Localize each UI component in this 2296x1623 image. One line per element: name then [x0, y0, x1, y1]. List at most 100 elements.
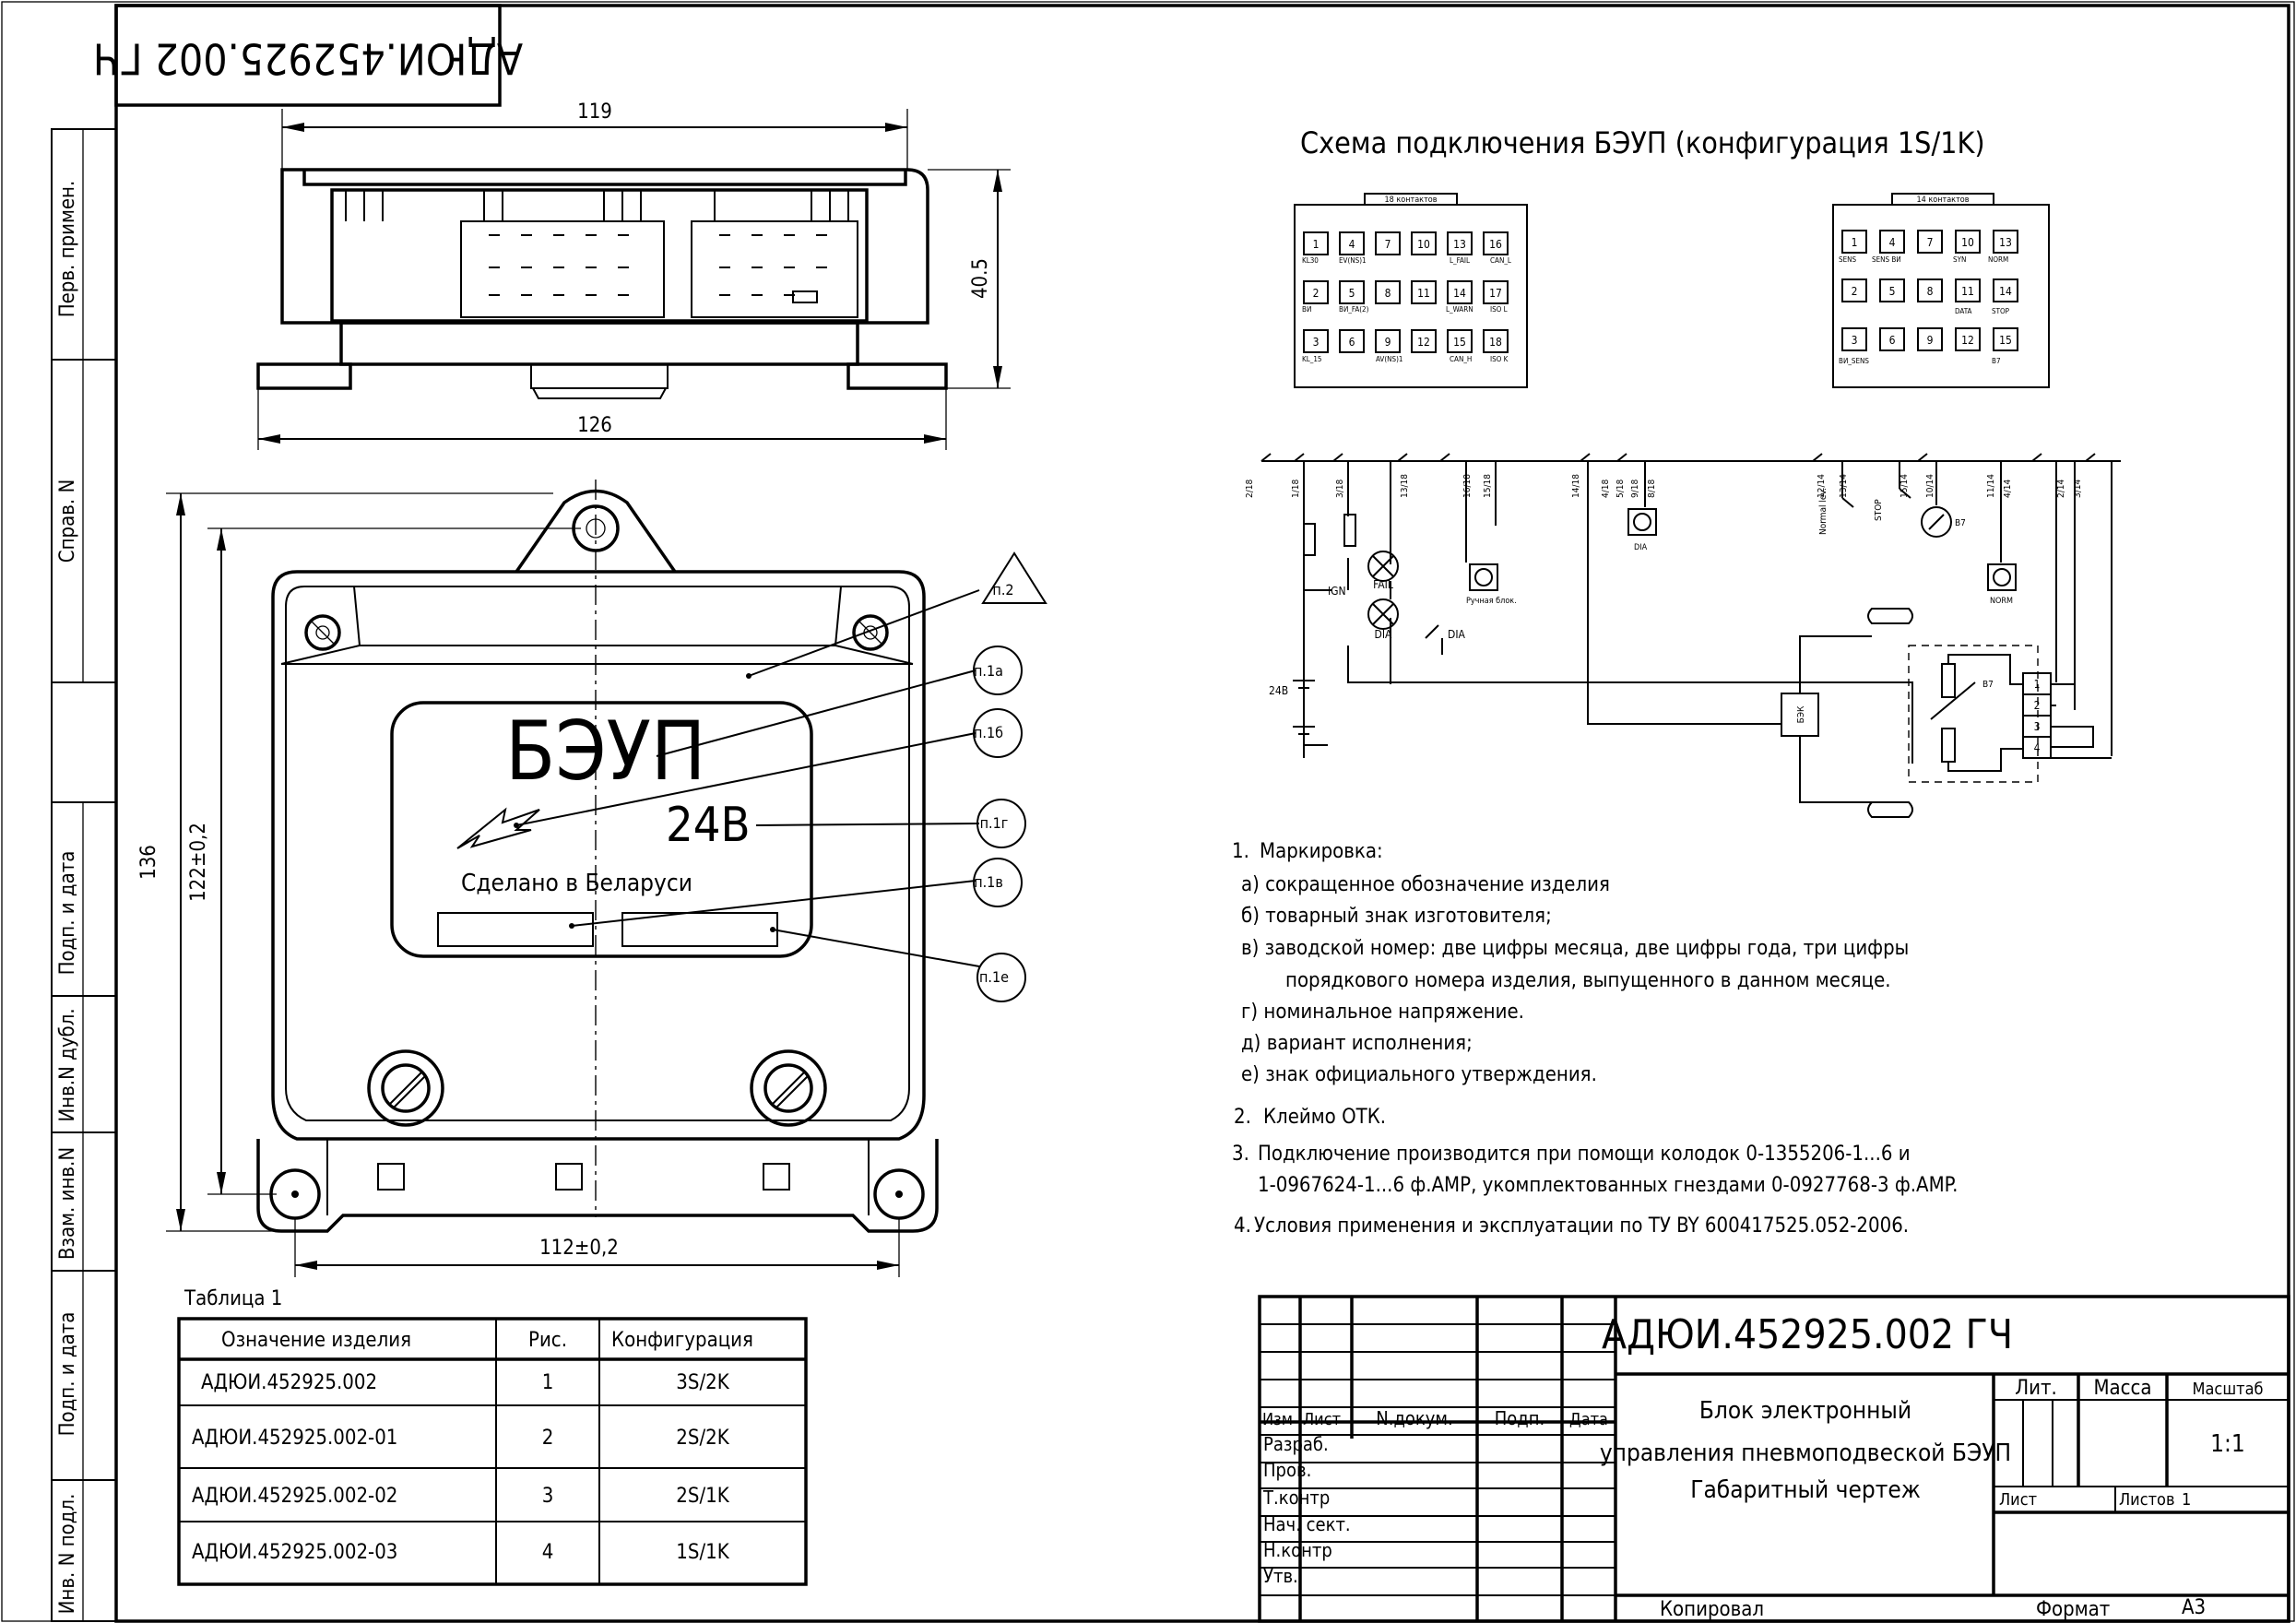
- sensor-pin: 1: [2034, 678, 2041, 691]
- sensor-pin: 3: [2034, 720, 2041, 733]
- connector-14-pin: [1917, 230, 1943, 254]
- wire-tag: 5/18: [1615, 480, 1626, 498]
- table-caption: Таблица 1: [183, 1287, 282, 1310]
- connector-18-pin: [1447, 231, 1473, 255]
- label-made-in: Сделано в Беларуси: [461, 870, 692, 897]
- dia-switch-label: DIA: [1448, 628, 1465, 641]
- trademark-logo: [456, 807, 540, 849]
- dim-mount-height: 122±0,2: [187, 823, 210, 902]
- connector-18-pin-number: 7: [1385, 238, 1391, 251]
- technical-notes: 1.Маркировка:а) сокращенное обозначение …: [1232, 840, 1958, 1238]
- label-voltage: 24В: [666, 798, 751, 853]
- connector-18-pin-number: 6: [1349, 336, 1355, 349]
- side-field-labels: Перв. примен. Справ. N Подп. и дата Инв.…: [56, 181, 79, 1615]
- sensor-pin: 4: [2034, 741, 2041, 754]
- connector-14-pin-number: 15: [1999, 334, 2012, 347]
- tb-role-nach: Нач. сект.: [1263, 1513, 1351, 1535]
- valve-label-1: Ручная блок.: [1466, 596, 1517, 606]
- scheme-title: Схема подключения БЭУП (конфигурация 1S/…: [1300, 125, 1985, 160]
- connector-18-pin: [1411, 231, 1437, 255]
- ign-label: IGN: [1328, 585, 1346, 598]
- tb-sheet: Лист: [1999, 1490, 2037, 1510]
- connector-18-pin-label: AV(NS)1: [1376, 355, 1402, 363]
- connector-18-pin: [1483, 329, 1509, 353]
- connector-14-pin-label: ВИ_SENS: [1839, 357, 1869, 365]
- switch-label-2: STOP: [1874, 499, 1884, 521]
- connector-18-pin-number: 14: [1453, 287, 1466, 300]
- connector-18-pin-number: 3: [1313, 336, 1320, 349]
- callout-p1v: п.1в: [974, 873, 1003, 891]
- connector-18-pin: [1411, 280, 1437, 304]
- tb-col-podp: Подп.: [1495, 1407, 1544, 1429]
- table-cell: АДЮИ.452925.002-02: [192, 1485, 397, 1508]
- connector-14-pin-label: SENS ВИ: [1872, 255, 1901, 264]
- note-number: 1.: [1232, 840, 1249, 863]
- connector-18-pin: [1303, 280, 1329, 304]
- connector-14-pin: [1993, 278, 2018, 302]
- side-label-inv-podl: Инв. N подл.: [56, 1494, 79, 1615]
- valve-label-3: NORM: [1990, 597, 2013, 606]
- connector-18-pin-number: 9: [1385, 336, 1391, 349]
- front-view: БЭУП 24В Сделано в Беларуси п.2 п.1а п.1…: [137, 480, 1047, 1277]
- side-label-podp1: Подп. и дата: [56, 851, 79, 976]
- side-view: 119 126 40.5: [256, 101, 1011, 450]
- tb-role-nkontr: Н.контр: [1263, 1539, 1332, 1561]
- connector-18-pin: [1447, 280, 1473, 304]
- connector-18-pin-number: 16: [1489, 238, 1502, 251]
- connector-18-pin: [1303, 231, 1329, 255]
- side-label-vzam: Взам. инв.N: [56, 1147, 79, 1260]
- connector-pins-side: [345, 190, 849, 221]
- wire-tag: 13/14: [1839, 474, 1849, 498]
- table-cell: АДЮИ.452925.002: [201, 1371, 377, 1394]
- connector-14-pin-number: 3: [1852, 334, 1858, 347]
- connector-18-pin-label: KL30: [1302, 256, 1319, 265]
- connector-14-pin: [1841, 327, 1867, 351]
- table-cell: 1S/1K: [676, 1541, 729, 1564]
- connector-14-pin-number: 4: [1889, 236, 1896, 249]
- table-1: Таблица 1 Означение изделия Рис. Конфигу…: [177, 1287, 808, 1586]
- wire-tag: 16/18: [1462, 474, 1473, 498]
- tb-name-2: управления пневмоподвеской БЭУП: [1600, 1439, 2011, 1467]
- connector-18-pin-label: CAN_H: [1450, 355, 1472, 363]
- tb-role-utv: Утв.: [1263, 1565, 1298, 1587]
- connector-18-pin-label: L_FAIL: [1450, 256, 1470, 265]
- lamp-fail-label: FAIL: [1373, 578, 1393, 591]
- connector-14-pin-label: В7: [1992, 357, 2001, 365]
- tb-role-tkontr: Т.контр: [1262, 1487, 1330, 1509]
- connector-18-pin: [1303, 329, 1329, 353]
- note-text: д) вариант исполнения;: [1241, 1032, 1473, 1055]
- tb-col-ndoc: N.докум.: [1376, 1407, 1452, 1429]
- connector-14-pin-label: STOP: [1992, 307, 2010, 315]
- connector-18-pin-number: 5: [1349, 287, 1355, 300]
- callout-leaders: [515, 589, 980, 967]
- connector-14-pin-number: 8: [1927, 285, 1934, 298]
- table-header-designation: Означение изделия: [221, 1329, 411, 1352]
- connector-18-pin: [1339, 280, 1365, 304]
- rotated-doc-code: АДЮИ.452925.002 ГЧ: [93, 34, 523, 84]
- wire-tag: 15/14: [1900, 474, 1910, 498]
- note-number: 4.: [1234, 1214, 1251, 1238]
- connector-14-pin-number: 11: [1961, 285, 1974, 298]
- gauge-label: В7: [1955, 518, 1966, 528]
- tb-scale-label: Масштаб: [2193, 1380, 2264, 1399]
- wiring-diagram: FAIL DIA IGN DIA 24В Ручная блок. DIA NO…: [1245, 453, 2121, 818]
- connector-18-title: 18 контактов: [1384, 195, 1437, 205]
- connector-18-pin-number: 15: [1453, 336, 1466, 349]
- note-text: Клеймо ОТК.: [1263, 1106, 1386, 1129]
- table-cell: 2: [542, 1427, 554, 1450]
- connector-18-pin-number: 12: [1417, 336, 1430, 349]
- note-text: е) знак официального утверждения.: [1241, 1063, 1597, 1086]
- dim-base-width: 126: [577, 414, 612, 437]
- connector-18-pin-label: ISO K: [1490, 355, 1509, 363]
- tb-copied: Копировал: [1660, 1598, 1764, 1621]
- dim-mount-width: 112±0,2: [539, 1237, 619, 1260]
- connector-14-pin: [1841, 278, 1867, 302]
- wire-tag: 12/14: [1817, 474, 1827, 498]
- wire-tag: 15/18: [1483, 474, 1493, 498]
- battery-label: 24В: [1269, 684, 1288, 697]
- connector-18-pin-label: ВИ: [1302, 305, 1311, 314]
- wire-tag: 13/18: [1400, 474, 1410, 498]
- note-text: а) сокращенное обозначение изделия: [1241, 873, 1610, 896]
- tb-massa: Масса: [2093, 1377, 2151, 1400]
